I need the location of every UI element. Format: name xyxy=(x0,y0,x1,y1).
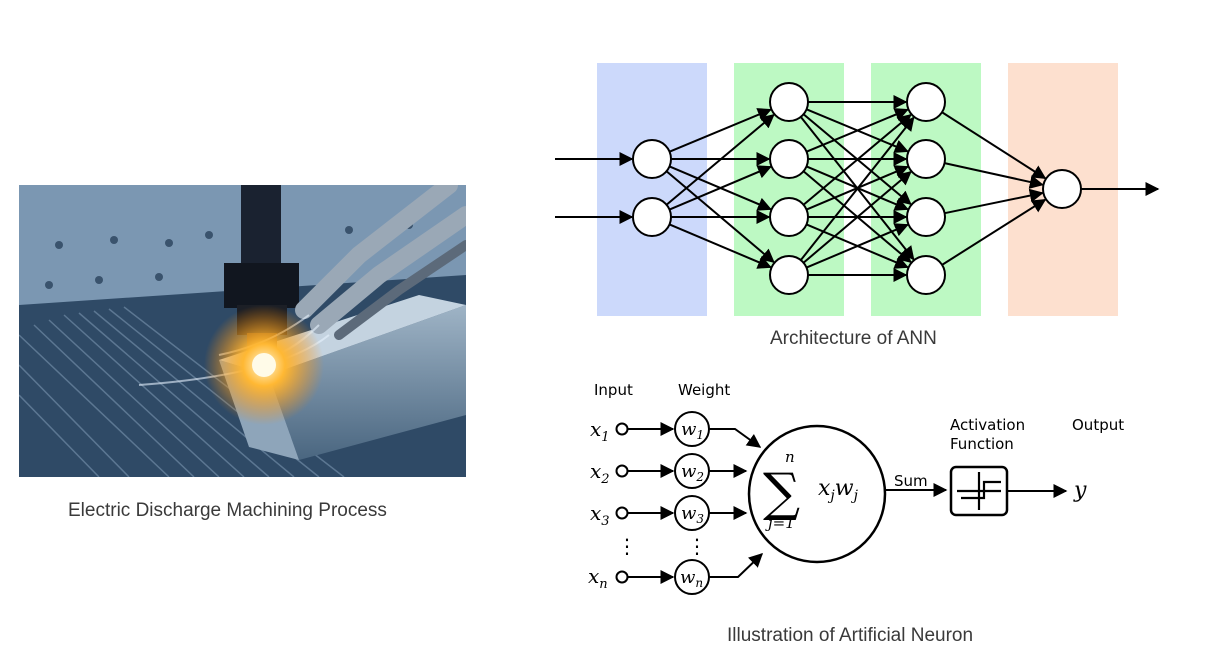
input-x3: x3 xyxy=(590,501,610,529)
input-ellipsis: ⋮ xyxy=(617,534,637,558)
input-row-n: xn wn xyxy=(588,553,764,595)
connection-l3-3-1 xyxy=(944,188,1044,215)
ann-caption: Architecture of ANN xyxy=(770,328,937,349)
sum-label: Sum xyxy=(894,472,928,490)
summation-node xyxy=(747,424,887,564)
neuron-caption: Illustration of Artificial Neuron xyxy=(727,625,974,646)
ann-node-l3-4 xyxy=(906,255,946,295)
connection-l2-4-2 xyxy=(802,171,912,264)
ann-node-l4-1 xyxy=(1042,169,1082,209)
sum-upper-limit: n xyxy=(785,448,795,466)
input-port-1 xyxy=(615,422,629,436)
sum-term: xjwj xyxy=(818,476,859,504)
input-xn: xn xyxy=(588,564,608,592)
ann-node-l2-2 xyxy=(769,139,809,179)
ann-architecture-diagram xyxy=(555,63,1160,316)
sum-lower-limit: j=1 xyxy=(765,514,795,532)
output-header: Output xyxy=(1072,416,1124,434)
sigma-symbol: ∑ xyxy=(763,463,800,523)
connection-l3-4-1 xyxy=(941,198,1047,266)
connection-l1-1-1 xyxy=(669,108,772,153)
connection-l2-2-1 xyxy=(806,108,909,153)
input-row-1: x1 w1 xyxy=(590,411,762,448)
ann-node-l2-1 xyxy=(769,82,809,122)
artificial-neuron-diagram: Input Weight Activation Function Output … xyxy=(588,381,1124,595)
connection-l1-2-4 xyxy=(669,223,772,269)
input-port-3 xyxy=(615,506,629,520)
input-row-2: x2 w2 xyxy=(590,453,748,489)
connection-l3-1-1 xyxy=(941,111,1047,180)
connection-l2-4-1 xyxy=(800,116,915,261)
output-y: y xyxy=(1073,478,1087,503)
weight-ellipsis: ⋮ xyxy=(687,534,707,558)
edm-caption: Electric Discharge Machining Process xyxy=(68,500,387,521)
connection-l3-2-1 xyxy=(944,162,1044,189)
ann-node-l3-1 xyxy=(906,82,946,122)
activation-header-line2: Function xyxy=(950,435,1014,453)
activation-header-line1: Activation xyxy=(950,416,1025,434)
input-layer-band xyxy=(597,63,707,316)
connection-l2-4-3 xyxy=(806,223,909,269)
edm-process-photo xyxy=(19,185,466,477)
input-row-3: x3 w3 xyxy=(590,495,748,531)
ann-node-l2-3 xyxy=(769,197,809,237)
ann-node-l3-3 xyxy=(906,197,946,237)
ann-node-l2-4 xyxy=(769,255,809,295)
input-x1: x1 xyxy=(590,417,610,445)
ann-node-l3-2 xyxy=(906,139,946,179)
ann-node-l1-2 xyxy=(632,197,672,237)
input-port-n xyxy=(615,570,629,584)
connection-l1-2-2 xyxy=(669,165,772,211)
connection-l1-2-1 xyxy=(665,113,775,206)
input-port-2 xyxy=(615,464,629,478)
step-function-icon xyxy=(957,472,1001,510)
input-header: Input xyxy=(594,381,633,399)
input-x2: x2 xyxy=(590,459,610,487)
weight-header: Weight xyxy=(678,381,730,399)
ann-node-l1-1 xyxy=(632,139,672,179)
connection-l2-3-1 xyxy=(802,113,912,206)
